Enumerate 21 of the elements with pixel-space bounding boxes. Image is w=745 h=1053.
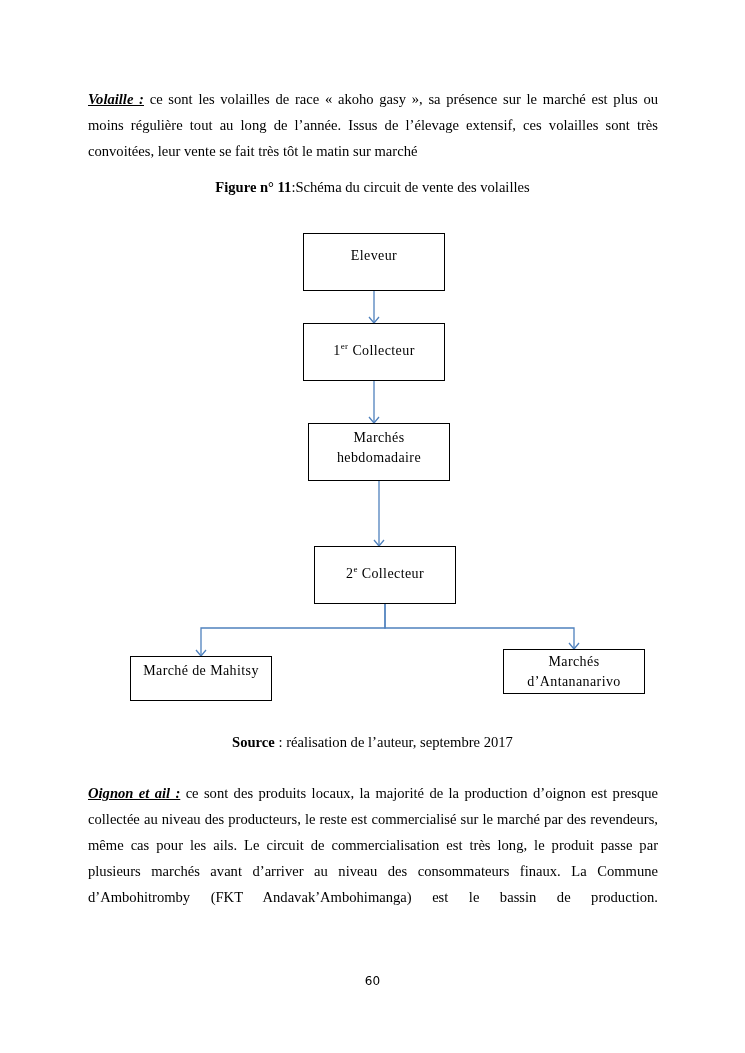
node-label: Marché de Mahitsy — [143, 662, 259, 680]
node-label: Eleveur — [350, 247, 398, 265]
process-box — [314, 546, 456, 604]
arrow — [368, 380, 380, 424]
arrow — [368, 290, 380, 324]
page-number: 60 — [364, 974, 381, 988]
process-box — [303, 323, 445, 381]
paragraph: Volaille : ce sont les volailles de race « akoho gasy », sa présence sur le marché est plus ou moins régulière tout au long de l’année. Issus de l’élevage extensif, ces volailles sont très convoitées, leur vente se fait très tôt le matin sur marché — [88, 90, 658, 161]
process-box — [303, 233, 445, 291]
process-box — [503, 649, 645, 694]
node-label: 1$^{er}$ Collecteur — [333, 340, 415, 360]
node-label: 2$^{e}$ Collecteur — [346, 563, 424, 583]
source-caption: Source : réalisation de l’auteur, septembre 2017 — [232, 734, 513, 750]
figure-title: Figure n° 11:Schéma du circuit de vente des volailles — [215, 179, 530, 195]
arrow — [373, 480, 385, 547]
process-box — [130, 656, 272, 701]
paragraph: Oignon et ail : ce sont des produits locaux, la majorité de la production d’oignon est presque collectée au niveau des producteurs, le reste est commercialisé sur le marché par des revendeurs, même cas pour les ails. Le circuit de commercialisation est très long, le produit passe par plusieurs marchés avant d’arriver au niveau des consommateurs finaux. La Commune d’Ambohitromby (FKT Andavak’Ambohimanga) est le bassin de production. — [88, 784, 658, 907]
arrow — [384, 603, 580, 650]
process-box — [308, 423, 450, 481]
node-label: Marchés d’Antananarivo — [526, 653, 622, 691]
node-label: Marchés hebdomadaire — [335, 429, 423, 467]
